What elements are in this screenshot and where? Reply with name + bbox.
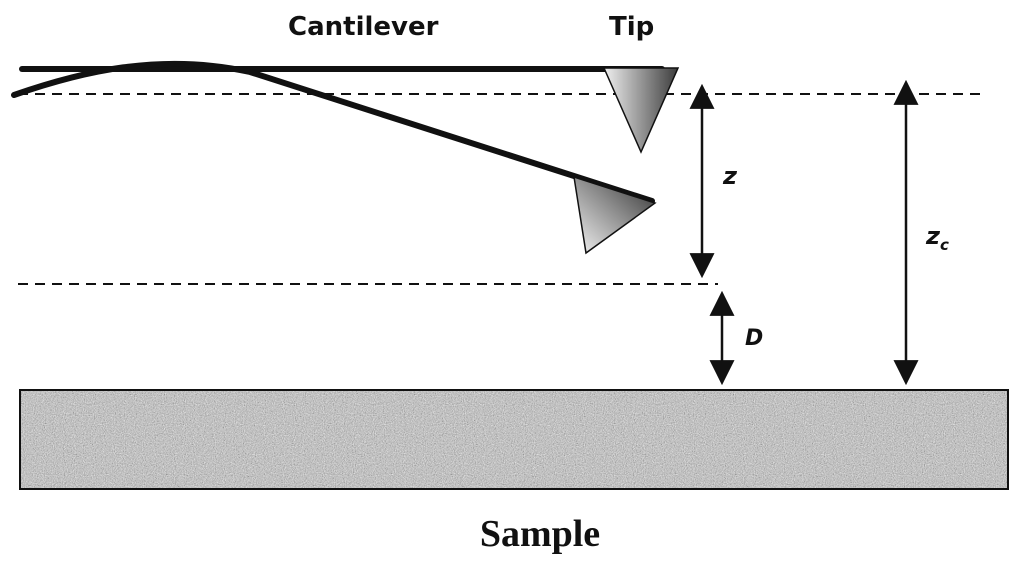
tip-undeflected xyxy=(602,67,680,154)
tip-deflected xyxy=(573,175,657,255)
zc-label-subscript: c xyxy=(940,236,949,254)
cantilever-deflected xyxy=(11,60,655,204)
z-label: z xyxy=(722,162,738,190)
sample-label: Sample xyxy=(480,513,600,555)
zc-label-main: z xyxy=(925,222,941,250)
cantilever-label: Cantilever xyxy=(288,12,439,42)
sample-block xyxy=(19,389,1009,490)
tip-label: Tip xyxy=(609,12,654,42)
zc-label: zc xyxy=(925,222,949,254)
d-label: D xyxy=(745,326,763,351)
